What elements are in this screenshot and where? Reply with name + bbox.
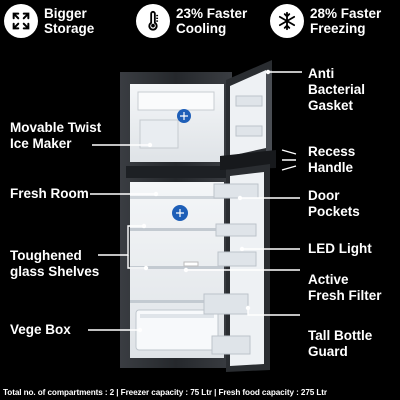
label-fresh-room: Fresh Room: [10, 186, 89, 201]
feature-line: 28% Faster: [310, 6, 382, 21]
label-led: LED Light: [308, 241, 372, 256]
recess-handle: [220, 150, 276, 170]
label-line: Bacterial: [308, 82, 366, 97]
label-line: Toughened: [10, 248, 82, 263]
label-vege-box: Vege Box: [10, 322, 71, 337]
feature-faster-freezing: 28% Faster Freezing: [270, 2, 381, 40]
label-line: Handle: [308, 160, 354, 175]
label-line: Anti: [308, 66, 335, 81]
door-pocket: [213, 183, 259, 199]
label-handle: Recess Handle: [308, 144, 355, 176]
freezer-shelf: [137, 91, 215, 111]
label-line: Pockets: [308, 204, 360, 219]
feature-line: Storage: [44, 21, 95, 36]
label-line: Active: [308, 272, 349, 287]
label-line: Tall Bottle: [308, 328, 373, 343]
door-pocket: [211, 335, 251, 355]
capacity-footer: Total no. of compartments : 2 | Freezer …: [3, 388, 328, 397]
feature-faster-cooling: 23% Faster Cooling: [136, 2, 247, 40]
glass-shelf: [130, 228, 224, 231]
label-line: Guard: [308, 344, 348, 359]
door-gasket: [266, 70, 272, 154]
label-line: Ice Maker: [10, 136, 72, 151]
feature-line: Cooling: [176, 21, 227, 36]
label-line: Movable Twist: [10, 120, 102, 135]
label-line: Fresh Filter: [308, 288, 382, 303]
door-pocket: [217, 251, 257, 267]
snowflake-icon: [270, 4, 304, 38]
thermometer-icon: [136, 4, 170, 38]
label-line: Gasket: [308, 98, 354, 113]
feature-line: 23% Faster: [176, 6, 248, 21]
callout-lines: [88, 69, 302, 333]
label-line: glass Shelves: [10, 264, 100, 279]
ice-maker-tray: [139, 119, 179, 149]
feature-line: Bigger: [44, 6, 87, 21]
led-strip: [183, 261, 199, 267]
label-line: Door: [308, 188, 340, 203]
label-filter: Active Fresh Filter: [308, 272, 382, 304]
feature-line: Freezing: [310, 21, 366, 36]
label-shelves: Toughened glass Shelves: [10, 248, 99, 280]
label-door-pockets: Door Pockets: [308, 188, 360, 220]
label-ice-maker: Movable Twist Ice Maker: [10, 120, 101, 152]
compartment-divider: [126, 166, 226, 178]
label-bottle-guard: Tall Bottle Guard: [308, 328, 372, 360]
feature-bigger-storage: Bigger Storage: [4, 2, 94, 40]
expand-arrows-icon: [4, 4, 38, 38]
label-gasket: Anti Bacterial Gasket: [308, 66, 365, 114]
glass-shelf: [130, 300, 224, 303]
bottle-guard: [203, 293, 249, 315]
glass-shelf: [130, 266, 224, 269]
label-line: Recess: [308, 144, 356, 159]
door-pocket: [215, 223, 257, 237]
